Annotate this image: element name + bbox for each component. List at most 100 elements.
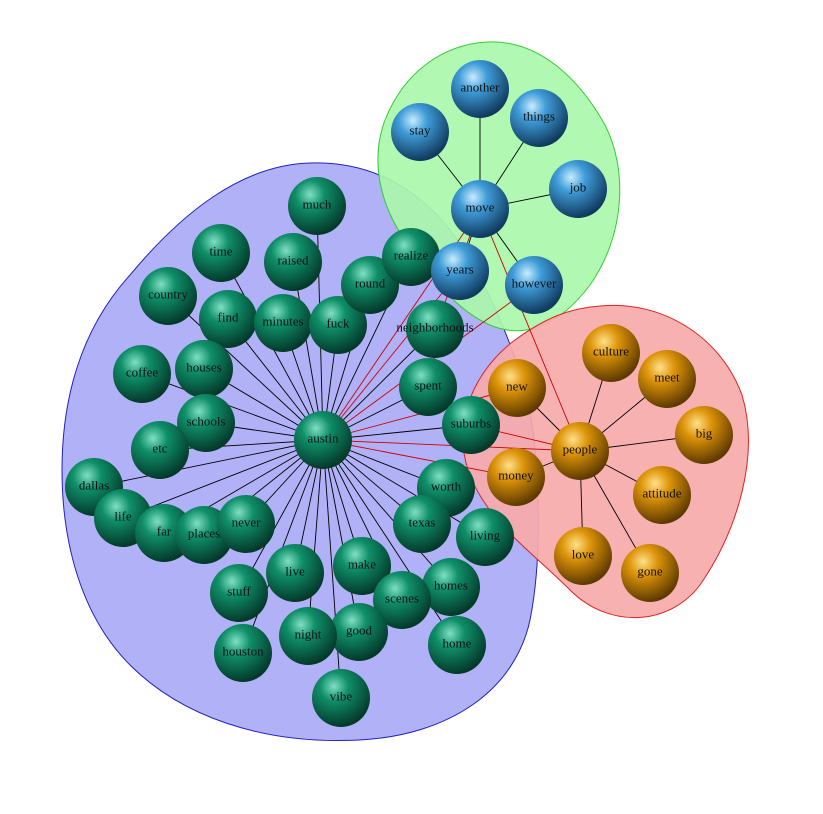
node-label: suburbs [451,416,491,431]
node-sphere [131,421,189,479]
node-minutes[interactable]: minutes [254,294,312,352]
edge-austin-stuff [238,439,324,594]
node-spent[interactable]: spent [399,358,457,416]
node-sphere [621,544,679,602]
edge-austin-dallas [93,439,324,488]
node-realize[interactable]: realize [382,228,440,286]
node-homes[interactable]: homes [422,558,480,616]
node-sphere [456,508,514,566]
edge-austin-night [307,439,324,637]
node-label: dallas [79,478,109,493]
node-label: another [461,80,501,95]
node-label: life [114,509,132,524]
node-sphere [373,571,431,629]
edge-austin-years [322,270,461,441]
node-good[interactable]: good [330,603,388,661]
node-sphere [192,224,250,282]
node-label: good [346,623,373,638]
node-culture[interactable]: culture [582,324,640,382]
node-label: much [303,197,332,212]
node-label: scenes [385,591,419,606]
node-label: houses [186,360,221,375]
node-sphere [505,256,563,314]
node-gone[interactable]: gone [621,544,679,602]
node-sphere [210,564,268,622]
node-stuff[interactable]: stuff [210,564,268,622]
node-houston[interactable]: houston [214,624,272,682]
node-attitude[interactable]: attitude [633,466,691,524]
node-things[interactable]: things [510,89,568,147]
node-sphere [279,607,337,665]
edge-move-people [479,208,581,452]
edge-austin-vibe [322,439,342,699]
node-sphere [264,233,322,291]
node-never[interactable]: never [217,495,275,553]
node-label: years [446,262,473,277]
node-move[interactable]: move [451,180,509,238]
node-label: minutes [262,314,303,329]
node-sphere [177,394,235,452]
node-label: gone [637,564,663,579]
node-money[interactable]: money [487,448,545,506]
node-meet[interactable]: meet [638,350,696,408]
node-sphere [582,324,640,382]
node-night[interactable]: night [279,607,337,665]
node-scenes[interactable]: scenes [373,571,431,629]
node-fuck[interactable]: fuck [309,296,367,354]
node-label: neighborhoods [396,320,473,335]
edge-austin-homes [322,439,452,588]
node-make[interactable]: make [333,537,391,595]
node-round[interactable]: round [341,256,399,314]
node-living[interactable]: living [456,508,514,566]
node-another[interactable]: another [451,60,509,118]
node-label: austin [307,431,339,446]
node-big[interactable]: big [675,406,733,464]
edge-austin-houston [242,439,324,654]
node-people[interactable]: people [551,422,609,480]
node-houses[interactable]: houses [175,340,233,398]
node-label: etc [152,441,167,456]
edge-austin-money [322,439,517,478]
edge-austin-country [167,295,324,441]
node-vibe[interactable]: vibe [312,669,370,727]
node-label: houston [222,644,264,659]
node-sphere [451,180,509,238]
node-time[interactable]: time [192,224,250,282]
node-sphere [551,422,609,480]
node-much[interactable]: much [288,177,346,235]
node-sphere [431,242,489,300]
node-job[interactable]: job [549,160,607,218]
node-home[interactable]: home [428,616,486,674]
node-sphere [266,544,324,602]
node-coffee[interactable]: coffee [113,345,171,403]
node-find[interactable]: find [199,290,257,348]
node-etc[interactable]: etc [131,421,189,479]
node-however[interactable]: however [505,256,563,314]
node-austin[interactable]: austin [294,411,352,469]
node-sphere [175,340,233,398]
node-sphere [254,294,312,352]
node-suburbs[interactable]: suburbs [442,396,500,454]
node-live[interactable]: live [266,544,324,602]
node-country[interactable]: country [139,267,197,325]
node-love[interactable]: love [554,527,612,585]
node-label: living [470,528,501,543]
node-sphere [406,300,464,358]
node-sphere [288,177,346,235]
node-new[interactable]: new [488,359,546,417]
node-sphere [309,296,367,354]
node-texas[interactable]: texas [393,495,451,553]
node-label: however [512,276,557,291]
node-sphere [510,89,568,147]
node-label: people [563,442,598,457]
node-label: round [355,276,386,291]
node-years[interactable]: years [431,242,489,300]
node-raised[interactable]: raised [264,233,322,291]
node-neighborhoods[interactable]: neighborhoods [396,300,474,358]
node-label: live [285,564,305,579]
node-stay[interactable]: stay [391,103,449,161]
node-sphere [488,359,546,417]
node-schools[interactable]: schools [177,394,235,452]
node-sphere [451,60,509,118]
